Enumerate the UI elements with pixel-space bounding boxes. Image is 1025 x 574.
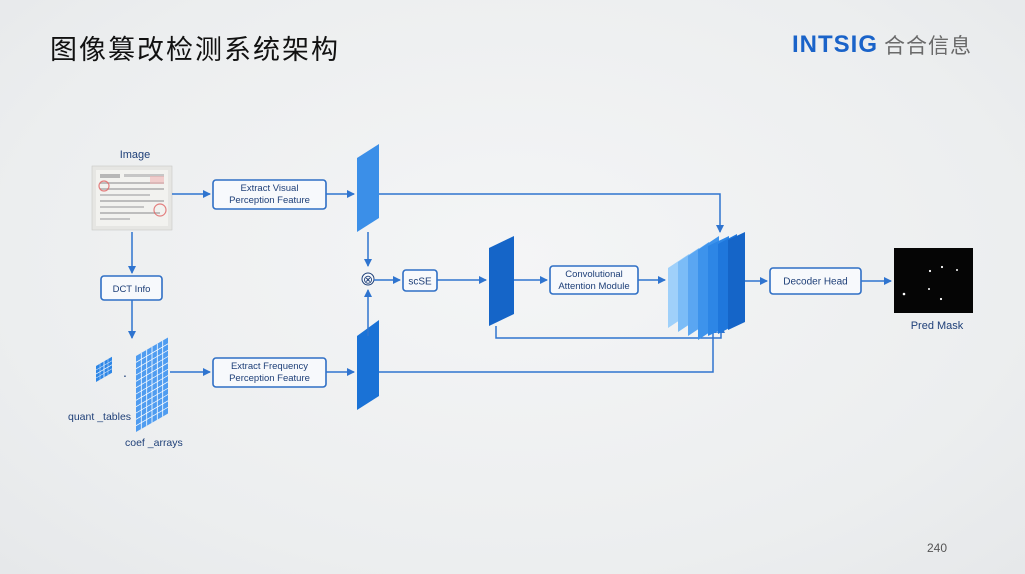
brand-logo: INTSIG 合合信息 [792,30,972,60]
extract-visual-box: Extract Visual Perception Feature [212,179,327,210]
scse-feature-block [489,236,514,326]
quant-tables-grid [96,356,112,382]
frequency-feature-block [357,320,379,410]
decoder-head-label: Decoder Head [783,277,847,288]
pred-mask-image [894,248,973,313]
coef-arrays-label: coef _arrays [125,437,183,449]
extract-frequency-line2: Perception Feature [229,373,310,384]
multiply-symbol: ⊗ [363,273,373,287]
extract-frequency-box: Extract Frequency Perception Feature [212,357,327,388]
pred-mask-label: Pred Mask [911,320,964,332]
page-number: 240 [927,541,948,555]
multiply-node [361,272,375,286]
slide-title: 图像篡改检测系统架构 [50,35,340,66]
conv-attention-line1: Convolutional [565,269,623,280]
scse-label: scSE [408,277,432,288]
conv-attention-box: Convolutional Attention Module [549,265,639,295]
scse-box: scSE [402,269,438,292]
quant-tables-label: quant _tables [68,411,131,423]
brand-cjk: 合合信息 [884,34,973,58]
brand-latin: INTSIG [792,31,879,58]
skip-frequency-to-stack [379,325,717,373]
skip-visual-to-stack [379,193,724,233]
image-label: Image [120,149,151,161]
input-image-thumbnail [91,165,173,231]
visual-feature-block [357,144,379,232]
extract-frequency-line1: Extract Frequency [231,361,308,372]
dct-info-label: DCT Info [113,284,151,295]
extract-visual-line2: Perception Feature [229,195,310,206]
decoder-head-box: Decoder Head [769,267,862,295]
dct-info-box: DCT Info [100,275,163,301]
conv-attention-line2: Attention Module [558,281,629,292]
dot-separator: · [123,367,128,383]
decoder-feature-stack [668,232,745,340]
extract-visual-line1: Extract Visual [241,183,299,194]
coef-arrays-grid [136,337,168,432]
skip-scse-to-stack [495,325,725,339]
